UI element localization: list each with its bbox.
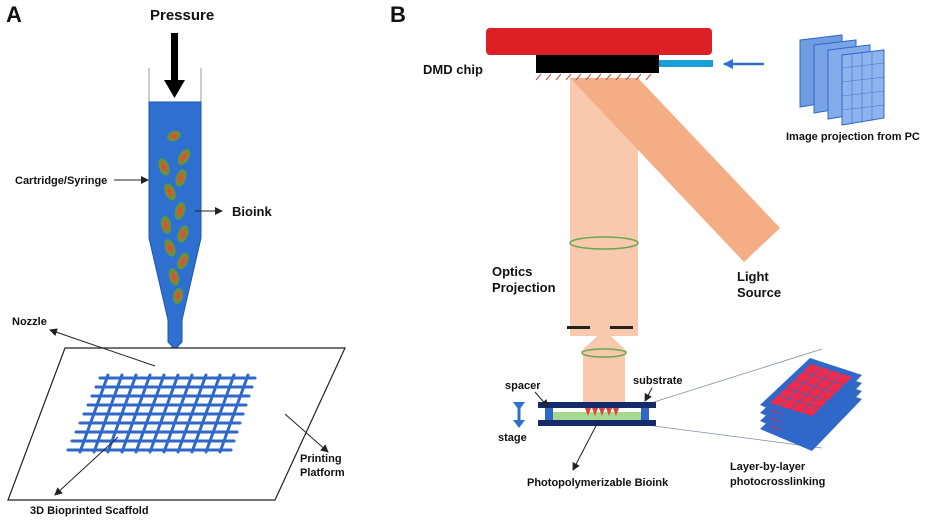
platform-label-line2: Platform bbox=[300, 467, 345, 479]
nozzle-label: Nozzle bbox=[12, 316, 47, 328]
optics-label-line2: Projection bbox=[492, 280, 556, 295]
light-source-label-line1: Light bbox=[737, 269, 769, 284]
panel-a-letter: A bbox=[6, 2, 22, 27]
layer-label-line1: Layer-by-layer bbox=[730, 461, 806, 473]
dmd-mirrors bbox=[535, 73, 652, 81]
bioink-cells bbox=[158, 130, 191, 304]
stage-arrow bbox=[513, 402, 525, 428]
light-source-label-line2: Source bbox=[737, 285, 781, 300]
zoom-line-top bbox=[653, 348, 823, 403]
substrate-pointer bbox=[644, 387, 653, 402]
pressure-label: Pressure bbox=[150, 7, 214, 24]
bioink-label: Bioink bbox=[232, 204, 272, 219]
aperture-right bbox=[610, 326, 633, 329]
stage-label: stage bbox=[498, 432, 527, 444]
lower-lens bbox=[581, 348, 627, 358]
spacer-label: spacer bbox=[505, 380, 541, 392]
spacer-right bbox=[641, 408, 649, 420]
scaffold-grid bbox=[66, 373, 257, 454]
spacer-left bbox=[545, 408, 553, 420]
nozzle-pointer bbox=[49, 328, 156, 367]
dmd-connector bbox=[659, 60, 713, 67]
image-projection-label: Image projection from PC bbox=[786, 131, 920, 143]
cell bbox=[167, 130, 181, 142]
crosslinked-region bbox=[585, 408, 619, 416]
zoom-line-bottom bbox=[653, 425, 823, 449]
cell bbox=[158, 158, 170, 176]
platform-label-line1: Printing bbox=[300, 453, 342, 465]
spacer-pointer bbox=[534, 391, 549, 408]
light-source-beam bbox=[570, 78, 780, 262]
optics-label-line1: Optics bbox=[492, 264, 532, 279]
cell bbox=[168, 268, 180, 286]
cell bbox=[177, 148, 191, 166]
substrate-plate bbox=[538, 402, 656, 408]
projection-beam-lower bbox=[583, 352, 625, 407]
bioink-layer bbox=[553, 412, 641, 420]
cell bbox=[160, 216, 172, 234]
cell bbox=[164, 239, 176, 257]
converging-cone bbox=[570, 243, 638, 328]
substrate-label: substrate bbox=[633, 375, 683, 387]
syringe-body bbox=[148, 101, 202, 379]
cell bbox=[172, 288, 184, 304]
platform-pointer bbox=[284, 413, 329, 453]
cell bbox=[175, 169, 187, 187]
cartridge-label: Cartridge/Syringe bbox=[15, 175, 107, 187]
syringe bbox=[148, 68, 202, 379]
image-projection-stack bbox=[799, 34, 885, 126]
photopolymerizable-label: Photopolymerizable Bioink bbox=[527, 477, 669, 489]
pressure-arrow bbox=[164, 33, 185, 98]
stage-assembly bbox=[538, 402, 656, 426]
aperture-left bbox=[567, 326, 590, 329]
diverging-cone bbox=[580, 330, 628, 352]
panel-b-letter: B bbox=[390, 2, 406, 27]
layer-label-line2: photocrosslinking bbox=[730, 476, 825, 488]
dmd-chip-label: DMD chip bbox=[423, 62, 483, 77]
scaffold-label: 3D Bioprinted Scaffold bbox=[30, 505, 149, 517]
upper-lens bbox=[569, 236, 639, 250]
dmd-chip bbox=[536, 55, 659, 73]
cell bbox=[177, 225, 189, 243]
cell bbox=[174, 202, 186, 220]
dmd-housing bbox=[486, 28, 712, 55]
scaffold-pointer bbox=[54, 436, 119, 496]
bioink-b-pointer bbox=[572, 419, 600, 471]
cell bbox=[164, 183, 176, 201]
cell bbox=[177, 252, 189, 270]
layer-stack bbox=[760, 358, 862, 451]
